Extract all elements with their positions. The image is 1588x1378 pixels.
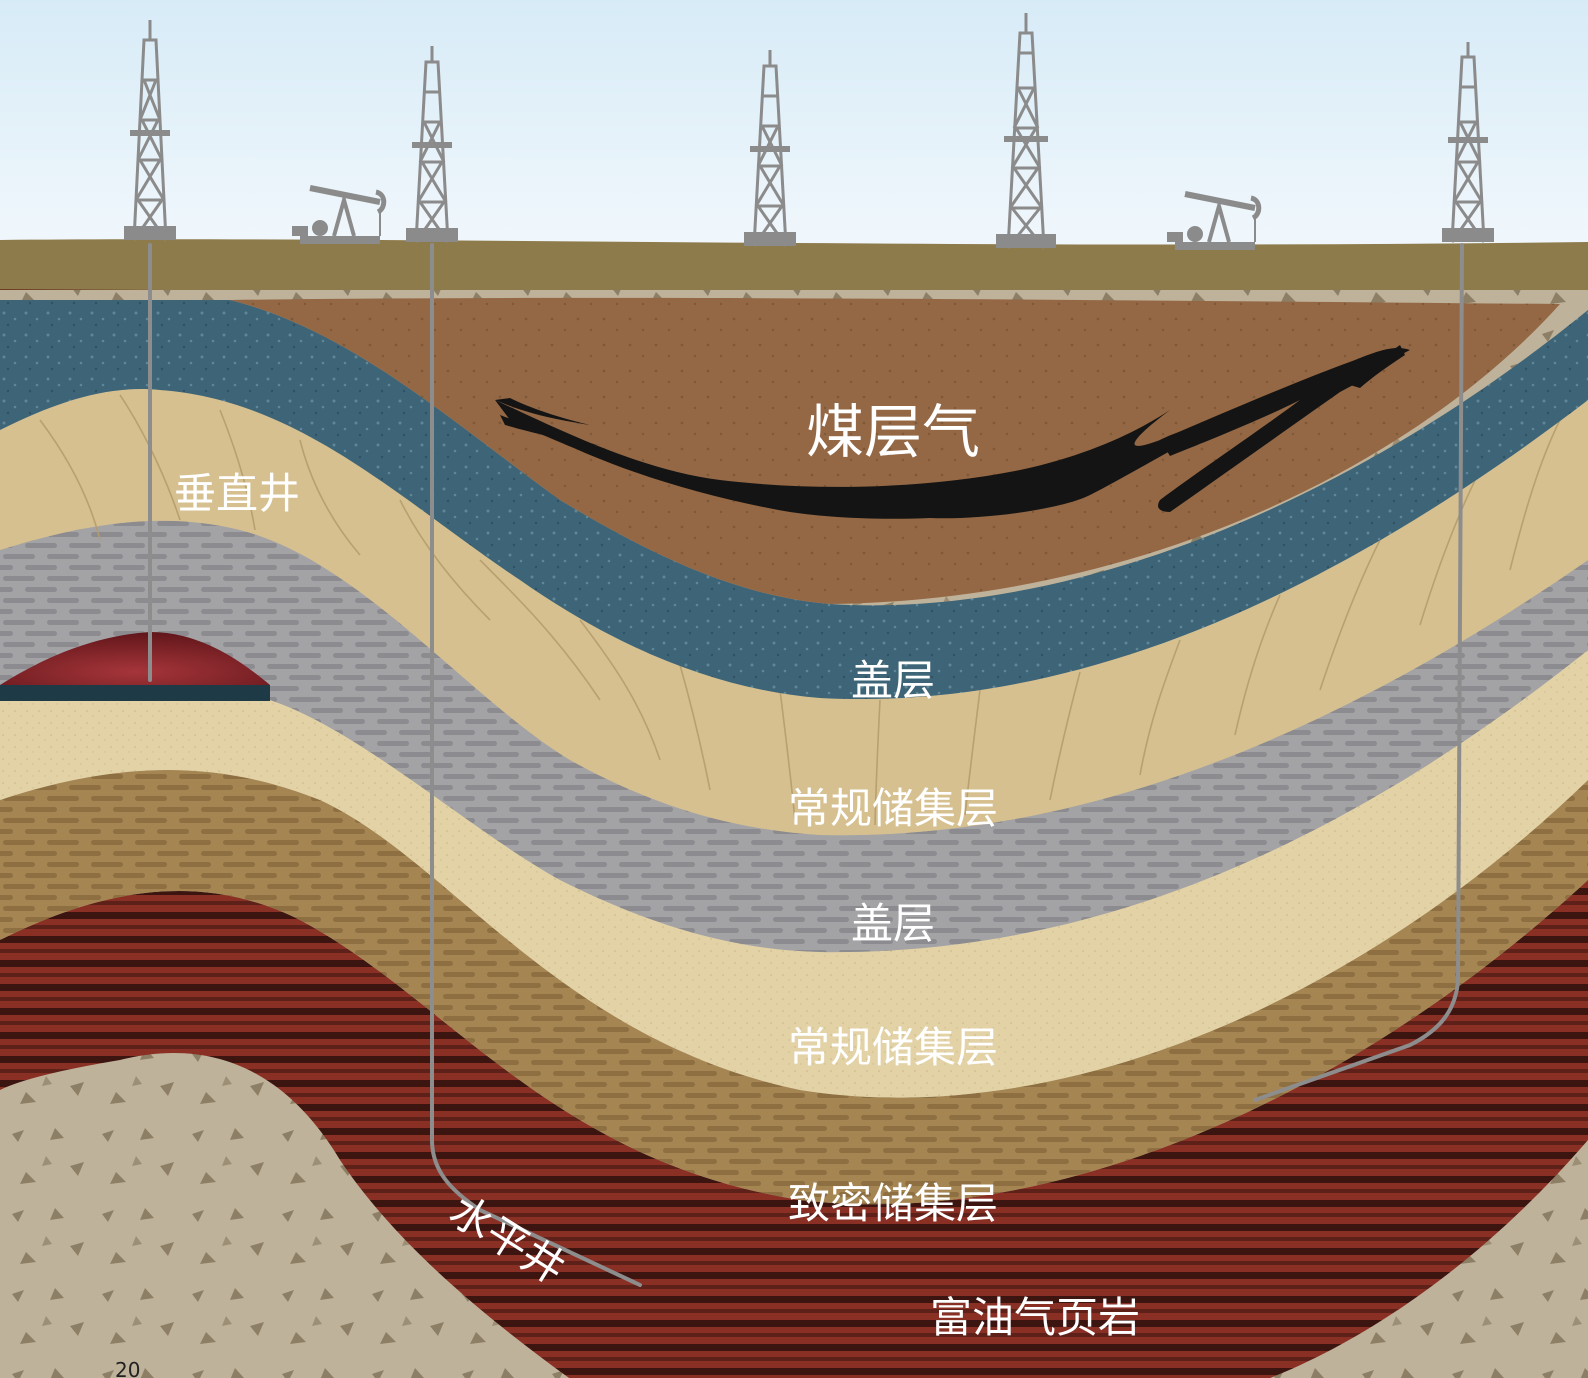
label-cap-rock-upper: 盖层 [851,656,935,705]
label-tight-reservoir: 致密储集层 [788,1179,998,1228]
page-number: 20 [115,1358,140,1378]
conventional-oil-trap [0,632,270,685]
oil-derrick-icon [1442,42,1494,243]
oil-derrick-icon [124,20,176,241]
oil-derrick-icon [996,13,1056,249]
deviated-well-pipe [1253,243,1464,1102]
label-conventional-reservoir-upper: 常规储集层 [788,784,998,833]
oil-derrick-icon [406,46,458,243]
cap-rock-lower-layer [0,520,1588,953]
tight-reservoir-layer [0,770,1588,1205]
surface-soil-layer [0,239,1588,300]
pumpjack-icon [1167,191,1262,250]
oil-water-contact [0,685,270,701]
label-cap-rock-lower: 盖层 [851,899,935,948]
label-coalbed-gas: 煤层气 [806,398,980,466]
pumpjack-icon [292,185,387,244]
oil-derrick-icon [744,50,796,247]
well-pipes [148,243,1464,1287]
label-conventional-reservoir-lower: 常规储集层 [788,1023,998,1072]
sky [0,0,1588,260]
label-oil-gas-shale: 富油气页岩 [930,1293,1140,1342]
conventional-reservoir-upper-layer [0,389,1588,836]
coal-seam [495,345,1410,519]
label-vertical-well: 垂直井 [174,469,300,518]
horizontal-well-pipe [430,243,642,1287]
conventional-reservoir-lower-layer [0,650,1588,1098]
cap-rock-upper-layer [0,300,1588,700]
coal-bearing-layer [230,297,1560,604]
oil-gas-shale-layer [0,880,1588,1378]
